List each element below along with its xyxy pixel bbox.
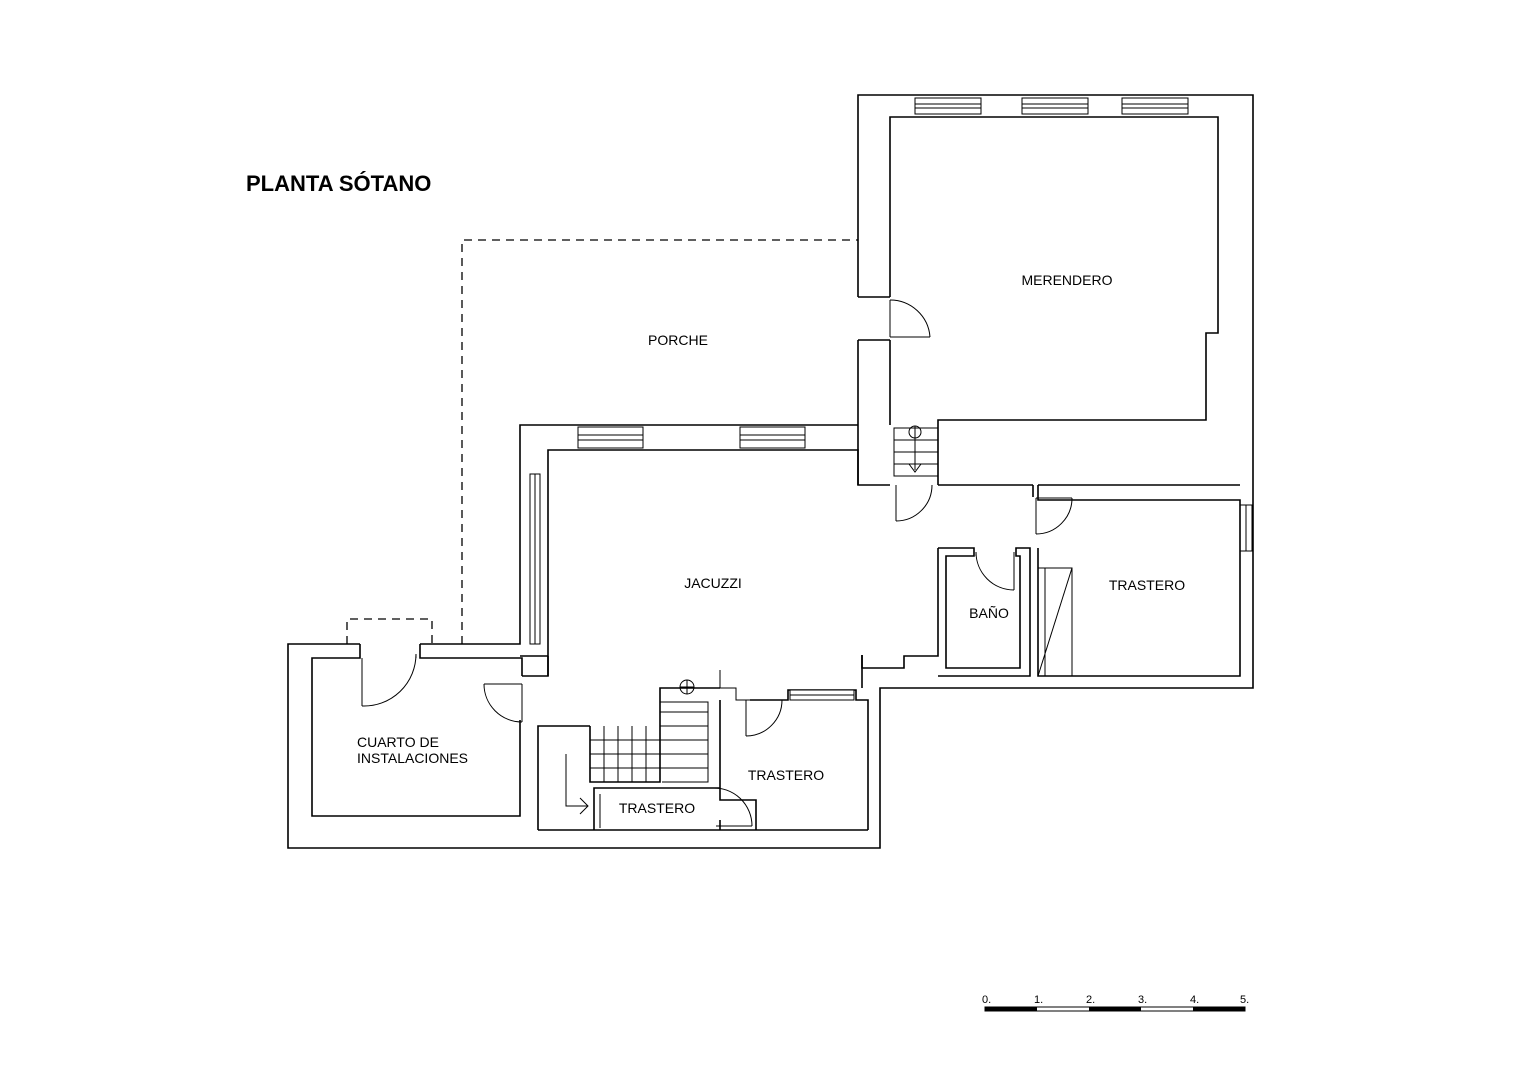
room-label-porche: PORCHE <box>648 332 708 348</box>
scale-tick-1: 1. <box>1034 994 1043 1006</box>
jacuzzi-walls <box>420 424 939 688</box>
room-label-jacuzzi: JACUZZI <box>684 575 742 591</box>
merendero-stair <box>893 425 939 477</box>
jacuzzi-door <box>895 484 933 522</box>
scale-tick-3: 3. <box>1138 994 1147 1006</box>
room-label-trastero-east: TRASTERO <box>1109 577 1185 593</box>
trastero-east-walls <box>938 484 1241 677</box>
scale-tick-5: 5. <box>1240 994 1249 1006</box>
room-label-trastero-south: TRASTERO <box>748 767 824 783</box>
page-title: PLANTA SÓTANO <box>246 171 431 196</box>
scale-tick-2: 2. <box>1086 994 1095 1006</box>
bano-walls <box>938 547 1031 677</box>
room-label-merendero: MERENDERO <box>1021 272 1112 288</box>
scale-tick-4: 4. <box>1190 994 1199 1006</box>
room-label-bano: BAÑO <box>969 605 1009 621</box>
room-label-cuarto-line2: INSTALACIONES <box>357 750 468 766</box>
merendero-windows <box>914 97 1253 552</box>
room-label-trastero-small: TRASTERO <box>619 800 695 816</box>
south-block-walls <box>537 689 869 831</box>
scale-bar: 0. 1. 2. 3. 4. 5. <box>982 994 1249 1012</box>
scale-tick-0: 0. <box>982 994 991 1006</box>
merendero-door <box>889 299 931 338</box>
south-stair <box>565 670 750 815</box>
room-label-cuarto-line1: CUARTO DE <box>357 734 439 750</box>
cuarto-instalaciones-walls <box>311 618 523 817</box>
